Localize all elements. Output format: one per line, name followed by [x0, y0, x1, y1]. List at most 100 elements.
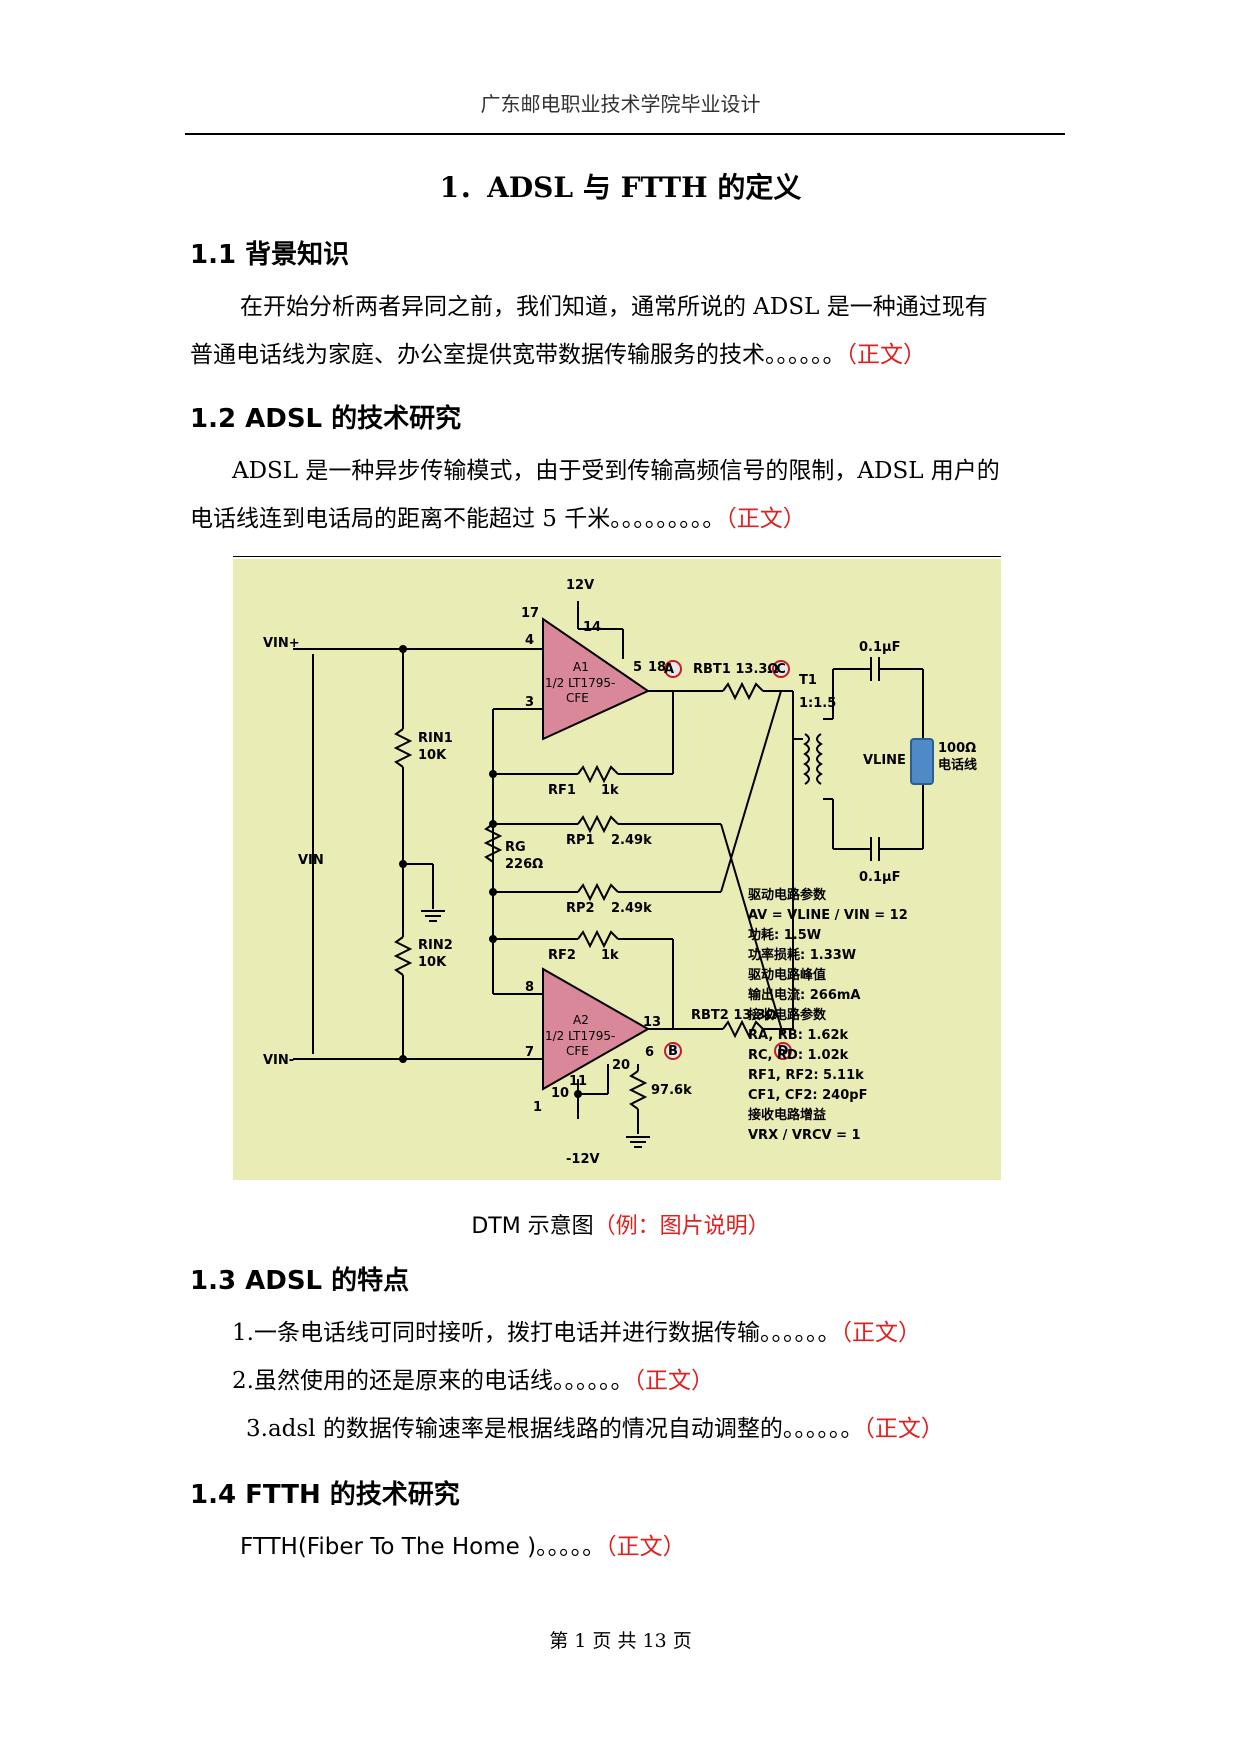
label-rp2-val: 2.49k — [611, 901, 652, 916]
label-vin-minus: VIN- — [263, 1053, 294, 1068]
list-item: 2.虽然使用的还是原来的电话线。。。。。。（正文） — [232, 1356, 714, 1406]
ground-symbols — [421, 910, 650, 1148]
figure-background — [233, 559, 1001, 1180]
body-text-note: （正文） — [633, 1368, 714, 1394]
pin-7: 7 — [525, 1045, 534, 1060]
list-item: 1.一条电话线可同时接听，拨打电话并进行数据传输。。。。。。（正文） — [232, 1308, 921, 1358]
label-rp2: RP2 — [566, 901, 595, 916]
node-a-label: A — [664, 662, 674, 677]
label-rp1-val: 2.49k — [611, 833, 652, 848]
label-load-name: 电话线 — [938, 757, 977, 773]
header-divider — [185, 133, 1065, 135]
spec-line: 输出电流: 266mA — [748, 987, 860, 1003]
label-rin1: RIN1 — [418, 731, 453, 746]
label-rf1: RF1 — [548, 783, 576, 798]
label-cap1: 0.1µF — [859, 640, 900, 655]
body-text-note: （正文） — [725, 506, 806, 532]
label-rf2-val: 1k — [601, 948, 619, 963]
spec-line: 接收电路参数 — [748, 1007, 827, 1023]
junction-dots — [399, 645, 582, 1098]
label-rp1: RP1 — [566, 833, 595, 848]
section-heading-1-3: 1.3 ADSL 的特点 — [190, 1266, 410, 1296]
body-text-note: （正文） — [863, 1416, 944, 1442]
figure-caption: DTM 示意图（例：图片说明） — [0, 1208, 1241, 1240]
pin-10: 10 — [551, 1086, 569, 1101]
pin-4: 4 — [525, 633, 534, 648]
label-rin2: RIN2 — [418, 938, 453, 953]
label-ratio: 1:1.5 — [799, 696, 836, 711]
spec-line: 接收电路增益 — [748, 1107, 826, 1123]
spec-line: AV = VLINE / VIN = 12 — [748, 908, 908, 923]
pin-17: 17 — [521, 606, 539, 621]
list-item: 3.adsl 的数据传输速率是根据线路的情况自动调整的。。。。。。（正文） — [246, 1404, 944, 1454]
chapter-title: 1．ADSL 与 FTTH 的定义 — [439, 171, 802, 204]
node-d-label: D — [778, 1044, 789, 1059]
spec-line: 功耗: 1.5W — [748, 927, 821, 943]
label-rin2-val: 10K — [418, 955, 447, 970]
label-rbt2: RBT2 13.3Ω — [691, 1008, 776, 1023]
pin-6: 6 — [645, 1045, 654, 1060]
spec-line: RC, RD: 1.02k — [748, 1048, 849, 1063]
paragraph-text: 电话线连到电话局的距离不能超过 5 千米。。。。。。。。。 — [190, 506, 726, 532]
list-item-text: 1.一条电话线可同时接听，拨打电话并进行数据传输。。。。。。 — [232, 1320, 841, 1346]
pin-3: 3 — [525, 695, 534, 710]
paragraph-line-with-note: 电话线连到电话局的距离不能超过 5 千米。。。。。。。。。（正文） — [190, 494, 806, 544]
label-a1-cfe: CFE — [566, 691, 589, 705]
body-text-note: （正文） — [605, 1534, 686, 1560]
pin-11: 11 — [569, 1074, 587, 1089]
section-heading-1-2: 1.2 ADSL 的技术研究 — [190, 404, 462, 434]
paragraph-text: FTTH(Fiber To The Home )。。。。。 — [240, 1534, 606, 1560]
node-c-label: C — [776, 662, 786, 677]
spec-line: 功率损耗: 1.33W — [748, 947, 856, 963]
label-t1: T1 — [799, 673, 817, 688]
opamp-a1 — [542, 617, 651, 741]
label-rin1-val: 10K — [418, 748, 447, 763]
pin-13: 13 — [643, 1015, 661, 1030]
label-bias-resistor: 97.6k — [651, 1083, 692, 1098]
caption-note: （例：图片说明） — [593, 1214, 770, 1239]
paragraph-line: ADSL 是一种异步传输模式，由于受到传输高频信号的限制，ADSL 用户的 — [232, 458, 1000, 484]
label-rf1-val: 1k — [601, 783, 619, 798]
node-b-label: B — [668, 1044, 678, 1059]
spec-line: 驱动电路峰值 — [748, 967, 826, 983]
paragraph-line-with-note: FTTH(Fiber To The Home )。。。。。（正文） — [240, 1522, 686, 1572]
spec-line: CF1, CF2: 240pF — [748, 1088, 867, 1103]
spec-line: VRX / VRCV = 1 — [748, 1128, 861, 1143]
body-text-note: （正文） — [845, 342, 927, 368]
pin-8: 8 — [525, 980, 534, 995]
label-vin: VIN — [298, 853, 324, 868]
label-a1: A1 — [573, 660, 589, 674]
pin-14: 14 — [583, 620, 601, 635]
circuit-diagram-figure: 12V -12V VIN+ VIN- VIN A1 1/2 LT1795- CF… — [233, 559, 1001, 1180]
circuit-wires — [293, 601, 928, 1134]
spec-line: 驱动电路参数 — [748, 887, 827, 903]
section-heading-1-1: 1.1 背景知识 — [190, 240, 350, 270]
spec-block: 驱动电路参数 AV = VLINE / VIN = 12 功耗: 1.5W 功率损耗:… — [748, 887, 908, 1143]
list-item-text: 2.虽然使用的还是原来的电话线。。。。。。 — [232, 1368, 634, 1394]
page-number: 第 1 页 共 13 页 — [549, 1630, 692, 1652]
label-a1-part: 1/2 LT1795- — [545, 676, 615, 690]
label-a2: A2 — [573, 1013, 589, 1027]
caption-text: DTM 示意图 — [471, 1214, 594, 1239]
paragraph-line: 在开始分析两者异同之前，我们知道，通常所说的 ADSL 是一种通过现有 — [240, 294, 988, 320]
pin-5: 5 — [633, 660, 642, 675]
circuit-diagram: 12V -12V VIN+ VIN- VIN A1 1/2 LT1795- CF… — [233, 559, 1001, 1180]
label-a2-cfe: CFE — [566, 1044, 589, 1058]
spec-line: RA, RB: 1.62k — [748, 1028, 848, 1043]
label-neg12v: -12V — [566, 1152, 600, 1167]
transformer-coils — [803, 733, 823, 785]
label-rbt1: RBT1 13.3Ω — [693, 662, 778, 677]
label-cap2: 0.1µF — [859, 870, 900, 885]
spec-line: RF1, RF2: 5.11k — [748, 1068, 864, 1083]
label-vline: VLINE — [863, 753, 906, 768]
paragraph-line-with-note: 普通电话线为家庭、办公室提供宽带数据传输服务的技术。。。。。。（正文） — [190, 330, 926, 380]
label-a2-part: 1/2 LT1795- — [545, 1029, 615, 1043]
pin-1: 1 — [533, 1100, 542, 1115]
opamp-a2 — [542, 967, 651, 1091]
phone-line-load — [910, 738, 934, 785]
label-12v: 12V — [566, 578, 594, 593]
pin-18: 18 — [648, 660, 666, 675]
label-rf2: RF2 — [548, 948, 576, 963]
label-vin-plus: VIN+ — [263, 636, 300, 651]
pin-20: 20 — [612, 1058, 630, 1073]
